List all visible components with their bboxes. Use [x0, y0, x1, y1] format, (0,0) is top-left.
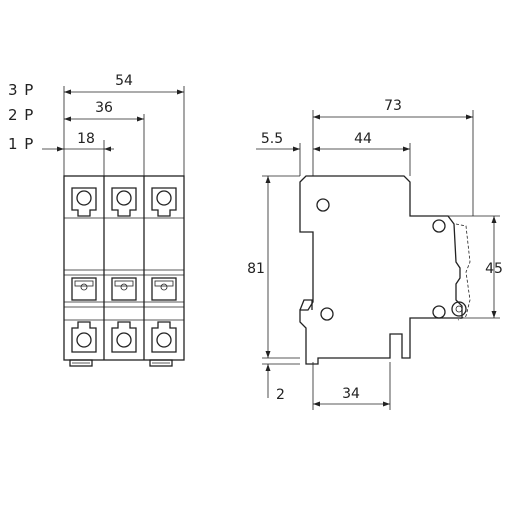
bottom-terminals [71, 321, 177, 353]
lever-pivot-icon [451, 301, 467, 317]
label-3p: 3 P [8, 81, 34, 99]
label-2p: 2 P [8, 106, 34, 124]
dim-text-34: 34 [342, 386, 360, 402]
side-body-outline [299, 175, 463, 365]
dim-text-44: 44 [354, 131, 372, 147]
din-clips [69, 359, 173, 367]
terminal-screw-icon [76, 332, 92, 348]
front-body-outline [63, 175, 185, 361]
dim-text-54: 54 [115, 73, 133, 89]
terminal-screw-icon [116, 190, 132, 206]
label-1p: 1 P [8, 135, 34, 153]
terminal-screw-icon [156, 332, 172, 348]
side-screw-icon [316, 198, 330, 212]
dim-text-5-5: 5.5 [261, 131, 283, 147]
terminal-screw-icon [116, 332, 132, 348]
dim-text-18: 18 [77, 131, 95, 147]
side-view-breaker [299, 175, 471, 365]
dim-text-73: 73 [384, 98, 402, 114]
toggle-handles [71, 277, 177, 301]
dim-text-2: 2 [276, 387, 285, 403]
side-screw-icon [432, 305, 446, 319]
front-dimensions: 54 36 18 [42, 73, 185, 176]
dim-text-45: 45 [485, 261, 503, 277]
din-rail-clip [299, 299, 313, 311]
dim-text-81: 81 [247, 261, 265, 277]
dim-text-36: 36 [95, 100, 113, 116]
front-view-breaker [63, 175, 185, 367]
terminal-screw-icon [156, 190, 172, 206]
side-screw-icon [432, 219, 446, 233]
top-terminals [71, 187, 177, 217]
terminal-screw-icon [76, 190, 92, 206]
side-dimensions: 73 5.5 44 81 2 45 34 [247, 98, 503, 410]
side-screw-icon [320, 307, 334, 321]
